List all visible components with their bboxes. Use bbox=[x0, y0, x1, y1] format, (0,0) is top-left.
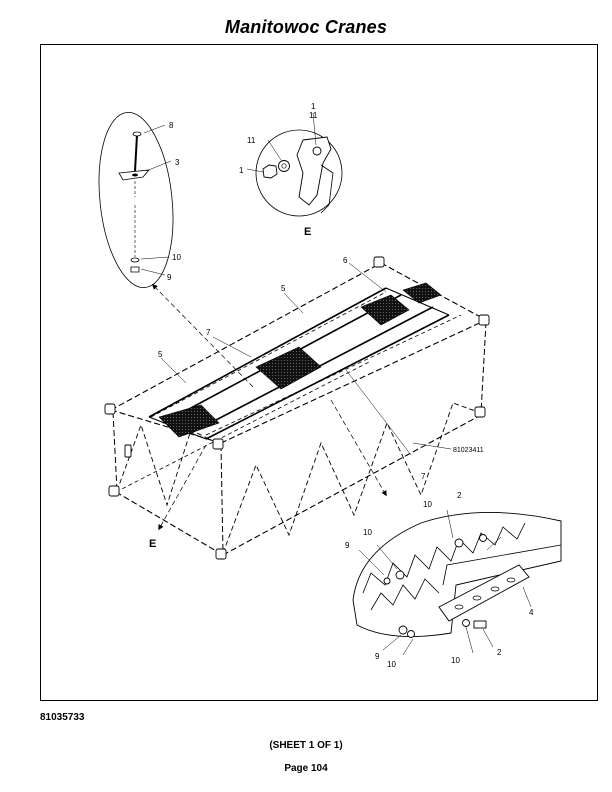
page-title: Manitowoc Cranes bbox=[224, 17, 388, 37]
chord-lugs bbox=[104, 256, 490, 560]
sheet-indicator: (SHEET 1 OF 1) bbox=[269, 740, 343, 751]
callout-10-a: 10 bbox=[172, 253, 181, 262]
parts-drawing: 8 3 10 9 1 11 11 1 E bbox=[98, 102, 562, 669]
arrow-to-view-e bbox=[158, 444, 207, 531]
callout-9-c: 9 bbox=[375, 652, 380, 661]
callout-9-a: 9 bbox=[167, 273, 172, 282]
callout-6: 6 bbox=[343, 256, 348, 265]
callout-10-e: 10 bbox=[451, 656, 460, 665]
callout-11-top: 11 bbox=[309, 111, 318, 120]
callout-10-b: 10 bbox=[423, 500, 432, 509]
detail-e-circle bbox=[246, 112, 343, 217]
callout-7-b: 7 bbox=[421, 472, 426, 481]
document-number: 81035733 bbox=[40, 712, 85, 723]
drawing-frame: 8 3 10 9 1 11 11 1 E bbox=[40, 44, 598, 701]
main-leaders bbox=[160, 262, 452, 456]
callout-2-bottom: 2 bbox=[497, 648, 502, 657]
callout-7-a: 7 bbox=[206, 328, 211, 337]
callout-9-b: 9 bbox=[345, 541, 350, 550]
callout-4: 4 bbox=[529, 608, 534, 617]
detail-e-label: E bbox=[304, 226, 311, 238]
part-number: 81023411 bbox=[453, 447, 484, 454]
callout-3: 3 bbox=[175, 158, 180, 167]
page-number: Page 104 bbox=[284, 763, 328, 774]
detail-splice-plate bbox=[352, 509, 562, 656]
arrow-to-pin-detail bbox=[152, 284, 254, 388]
callout-5-b: 5 bbox=[158, 350, 163, 359]
walkway bbox=[148, 282, 450, 440]
callout-1-top: 1 bbox=[311, 102, 316, 111]
detail-oval-pin bbox=[98, 112, 174, 288]
callout-5-a: 5 bbox=[281, 284, 286, 293]
callout-8: 8 bbox=[169, 121, 174, 130]
view-e-label: E bbox=[149, 538, 156, 550]
callout-1-left: 1 bbox=[239, 166, 244, 175]
callout-2-top: 2 bbox=[457, 491, 462, 500]
arrow-to-splice-detail bbox=[330, 399, 387, 497]
callout-10-c: 10 bbox=[363, 528, 372, 537]
callout-10-d: 10 bbox=[387, 660, 396, 669]
callout-11-left: 11 bbox=[247, 136, 256, 145]
